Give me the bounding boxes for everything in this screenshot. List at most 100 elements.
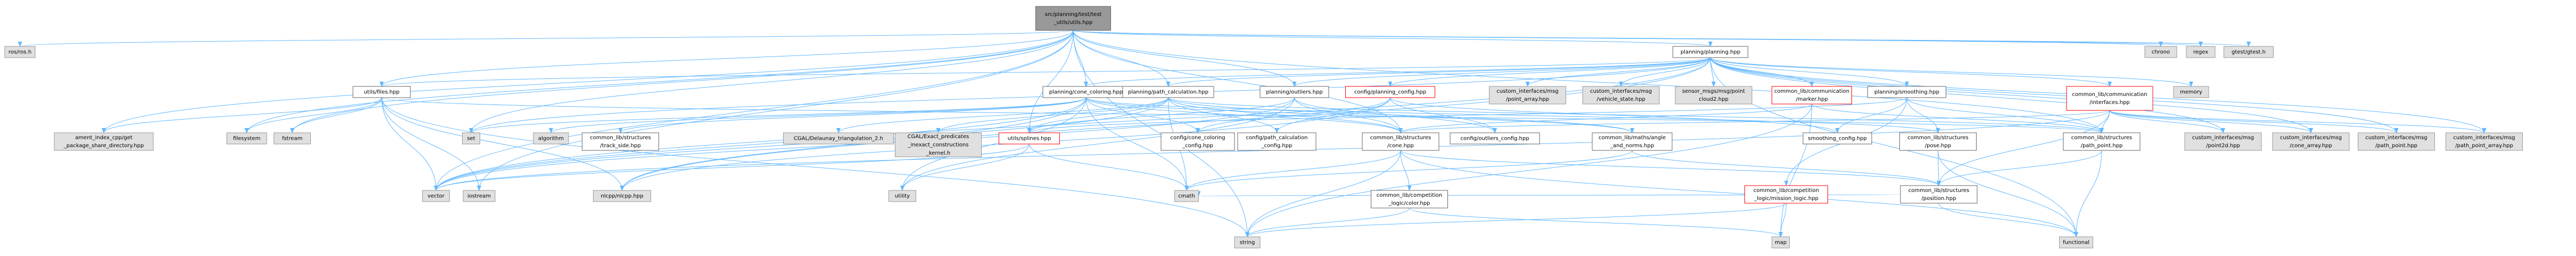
node-interfaces[interactable]: common_lib/communication/interfaces.hpp — [2066, 86, 2153, 111]
edge-marker-to-path_point — [1812, 103, 2104, 133]
node-pose[interactable]: common_lib/structures/pose.hpp — [1899, 132, 1977, 151]
edge-planning_config-to-cone_coloring_cfg — [1196, 97, 1390, 133]
node-box — [2446, 132, 2523, 151]
node-planning_config[interactable]: config/planning_config.hpp — [1345, 86, 1435, 98]
node-exact_pred: CGAL/Exact_predicates_inexact_constructi… — [895, 132, 982, 157]
node-delaunay: CGAL/Delaunay_triangulation_2.h — [783, 132, 894, 145]
node-point2d: custom_interfaces/msg/point2d.hpp — [2184, 132, 2262, 151]
node-outliers_cfg[interactable]: config/outliers_config.hpp — [1450, 132, 1540, 145]
node-label: smoothing_config.hpp — [1808, 136, 1867, 142]
node-box — [1122, 86, 1214, 98]
node-box — [1489, 86, 1566, 105]
edge-root-to-ros — [18, 30, 1074, 47]
edge-planning-to-cone_coloring — [1084, 57, 1711, 87]
node-label: /marker.hpp — [1796, 97, 1828, 102]
node-splines[interactable]: utils/splines.hpp — [999, 132, 1060, 145]
edge-root-to-ament — [102, 30, 1074, 133]
edge-root-to-vector — [434, 30, 1074, 191]
node-path_point[interactable]: common_lib/structures/path_point.hpp — [2063, 132, 2141, 151]
node-label: /path_point.hpp — [2081, 143, 2123, 149]
node-cone[interactable]: common_lib/structures/cone.hpp — [1362, 132, 1439, 151]
node-position[interactable]: common_lib/structures/position.hpp — [1900, 185, 1978, 204]
node-box — [1035, 6, 1111, 31]
node-smoothing_cfg[interactable]: smoothing_config.hpp — [1803, 132, 1872, 145]
node-path_calc_cfg[interactable]: config/path_calculation_config.hpp — [1237, 132, 1316, 151]
edge-cone_coloring-to-cone_coloring_cfg — [1085, 97, 1200, 133]
node-label: planning/path_calculation.hpp — [1128, 90, 1208, 95]
edge-planning-to-smoothing — [1710, 57, 1909, 87]
node-box — [2224, 46, 2274, 58]
node-box — [1161, 132, 1235, 151]
node-box — [1744, 185, 1828, 204]
node-label: common_lib/structures — [1908, 188, 1969, 194]
node-label: filesystem — [233, 136, 260, 142]
edge-planning_config-to-smoothing_cfg — [1390, 97, 1840, 133]
node-box — [2173, 86, 2209, 98]
node-box — [2184, 132, 2262, 151]
node-label: custom_interfaces/msg — [1496, 89, 1558, 94]
node-utils_files[interactable]: utils/files.hpp — [352, 86, 411, 98]
node-mission_logic[interactable]: common_lib/competition_logic/mission_log… — [1744, 185, 1828, 204]
node-marker[interactable]: common_lib/communication/marker.hpp — [1772, 86, 1852, 105]
edge-path_point-to-position — [1937, 150, 2102, 186]
node-label: _utils/utils.hpp — [1054, 20, 1093, 26]
edge-root-to-cone_coloring — [1073, 30, 1088, 87]
node-box — [1803, 132, 1872, 145]
node-smoothing[interactable]: planning/smoothing.hpp — [1867, 86, 1946, 98]
edge-utils_files-to-vector — [381, 97, 438, 191]
node-label: common_lib/structures — [1370, 135, 1431, 141]
node-box — [274, 132, 311, 145]
edge-position-to-cmath — [1198, 191, 1901, 197]
node-regex: regex — [2186, 46, 2216, 58]
edge-planning-to-vector — [434, 57, 1711, 191]
edge-root-to-set — [469, 30, 1074, 133]
edge-cone-to-cmath — [1184, 150, 1401, 191]
node-box — [1673, 46, 1748, 58]
edge-cone_coloring-to-pose — [1085, 97, 1940, 133]
node-box — [2186, 46, 2216, 58]
edge-utils_files-to-nlcpp — [381, 97, 624, 191]
node-planning[interactable]: planning/planning.hpp — [1673, 46, 1748, 58]
node-box — [1174, 190, 1199, 202]
node-set: set — [462, 132, 480, 145]
edge-path_calculation-to-exact_pred — [936, 97, 1168, 133]
node-label: _inexact_constructions — [908, 142, 969, 148]
node-angle_norms[interactable]: common_lib/maths/angle_and_norms.hpp — [1592, 132, 1673, 151]
edge-outliers-to-outliers_cfg — [1294, 97, 1497, 133]
node-label: common_lib/structures — [590, 135, 651, 141]
node-box — [1371, 190, 1448, 209]
edge-mission_logic-to-string — [1245, 203, 1787, 237]
node-track_side[interactable]: common_lib/structures/track_side.hpp — [582, 132, 659, 151]
edge-smoothing-to-path_point — [1906, 97, 2104, 133]
node-box — [1592, 132, 1673, 151]
edge-utils_files-to-filesystem — [244, 97, 382, 133]
node-label: fstream — [282, 136, 303, 142]
edge-root-to-path_calculation — [1073, 30, 1171, 87]
node-box — [1362, 132, 1439, 151]
edge-smoothing-to-smoothing_cfg — [1835, 97, 1907, 133]
node-cone_coloring[interactable]: planning/cone_coloring.hpp — [1042, 86, 1130, 98]
edge-cone_coloring-to-utility — [900, 97, 1087, 191]
edge-planning-to-planning_config — [1388, 57, 1711, 87]
edge-cone_coloring-to-track_side — [618, 97, 1087, 133]
node-outliers[interactable]: planning/outliers.hpp — [1260, 86, 1329, 98]
node-root[interactable]: src/planning/test/test_utils/utils.hpp — [1035, 6, 1111, 31]
edge-root-to-outliers — [1073, 30, 1297, 87]
edge-cone-to-string — [1245, 150, 1401, 237]
node-path_calculation[interactable]: planning/path_calculation.hpp — [1122, 86, 1214, 98]
edge-root-to-gtest — [1073, 30, 2250, 47]
node-label: config/path_calculation — [1246, 135, 1307, 141]
node-label: common_lib/competition — [1754, 188, 1820, 194]
edge-path_calculation-to-angle_norms — [1168, 97, 1634, 133]
node-box — [593, 190, 651, 202]
node-color[interactable]: common_lib/competition_logic/color.hpp — [1371, 190, 1448, 209]
node-label: ros/ros.h — [9, 50, 31, 55]
node-label: custom_interfaces/msg — [1590, 89, 1652, 94]
node-cone_coloring_cfg[interactable]: config/cone_coloring_config.hpp — [1161, 132, 1235, 151]
node-box — [1867, 86, 1946, 98]
node-functional: functional — [2059, 236, 2093, 249]
edge-planning-to-cone_array — [1710, 57, 2313, 133]
edge-path_calculation-to-path_point — [1168, 97, 2104, 133]
node-box — [4, 46, 36, 58]
